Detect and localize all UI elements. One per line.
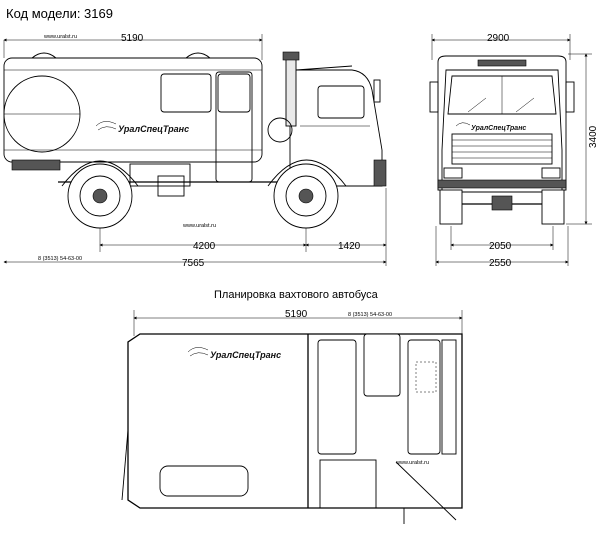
plan-dimensions: 5190 8 (3513) 54-63-00 bbox=[133, 309, 463, 336]
air-intake-cap bbox=[282, 51, 300, 61]
dim-wheelbase: 4200 bbox=[193, 241, 216, 252]
door-window bbox=[217, 73, 251, 113]
side-website-bottom: www.uralst.ru bbox=[182, 223, 216, 229]
brand-logo-side: УралСпецТранс bbox=[95, 121, 189, 134]
side-step bbox=[11, 159, 61, 171]
grille bbox=[451, 133, 553, 165]
side-dimensions: www.uralst.ru 5190 www.uralst.ru 4200 14… bbox=[3, 33, 387, 269]
roof-lights bbox=[477, 59, 527, 67]
front-bumper-front bbox=[437, 179, 567, 189]
model-code-label: Код модели: 3169 bbox=[6, 6, 113, 21]
bench-left bbox=[317, 339, 357, 455]
rear-door-swing bbox=[121, 429, 129, 501]
fuel-box bbox=[129, 163, 191, 187]
front-fender bbox=[267, 159, 347, 187]
dim-total-length: 7565 bbox=[182, 258, 205, 269]
differential bbox=[491, 195, 513, 211]
air-intake bbox=[285, 55, 297, 127]
front-wheel bbox=[273, 163, 339, 229]
dim-height: 3400 bbox=[588, 125, 599, 148]
cab-window bbox=[317, 85, 365, 119]
bench-right bbox=[407, 339, 441, 455]
roof-vent bbox=[31, 52, 57, 59]
dim-front-overhang: 1420 bbox=[338, 241, 361, 252]
entry-step bbox=[319, 459, 377, 509]
cab-roof bbox=[295, 65, 353, 71]
plan-phone: 8 (3513) 54-63-00 bbox=[348, 312, 392, 318]
side-website-top: www.uralst.ru bbox=[43, 34, 77, 40]
side-window bbox=[160, 73, 212, 113]
front-view-drawing: УралСпецТранс bbox=[429, 55, 575, 225]
headlight-left bbox=[443, 167, 463, 179]
table bbox=[363, 333, 401, 397]
wall-cabinet bbox=[441, 339, 457, 455]
front-wheel-left bbox=[439, 189, 463, 225]
mirror bbox=[373, 79, 381, 103]
svg-text:УралСпецТранс: УралСпецТранс bbox=[210, 350, 281, 360]
spare-wheel bbox=[267, 117, 293, 143]
plan-drawing: УралСпецТранс www.uralst.ru bbox=[121, 333, 463, 524]
headlight-right bbox=[541, 167, 561, 179]
brand-logo-front: УралСпецТранс bbox=[455, 122, 526, 132]
brand-logo-plan: УралСпецТранс bbox=[187, 347, 281, 360]
roof-vent bbox=[185, 52, 211, 59]
mirror-right bbox=[565, 81, 575, 113]
battery-box bbox=[157, 175, 185, 197]
dim-track: 2050 bbox=[489, 241, 512, 252]
mirror-left bbox=[429, 81, 439, 113]
dim-width-top: 2900 bbox=[487, 33, 510, 44]
svg-text:УралСпецТранс: УралСпецТранс bbox=[118, 124, 189, 134]
plan-website: www.uralst.ru bbox=[395, 460, 429, 466]
plan-dim-length: 5190 bbox=[285, 309, 308, 320]
plan-outline bbox=[127, 333, 463, 509]
front-bumper bbox=[373, 159, 387, 187]
side-view-drawing: УралСпецТранс bbox=[3, 51, 387, 229]
rear-fender bbox=[61, 160, 139, 187]
dim-body-length: 5190 bbox=[121, 33, 144, 44]
storage-box bbox=[159, 465, 249, 497]
heater bbox=[415, 361, 437, 393]
plan-title: Планировка вахтового автобуса bbox=[214, 289, 379, 301]
front-wheel-right bbox=[541, 189, 565, 225]
svg-text:УралСпецТранс: УралСпецТранс bbox=[471, 125, 526, 132]
dim-width-bottom: 2550 bbox=[489, 258, 512, 269]
rear-wheel bbox=[67, 163, 133, 229]
front-dimensions: 2900 3400 2050 2550 bbox=[431, 33, 599, 269]
side-door-swing bbox=[395, 461, 457, 521]
side-phone: 8 (3513) 54-63-00 bbox=[38, 256, 82, 262]
